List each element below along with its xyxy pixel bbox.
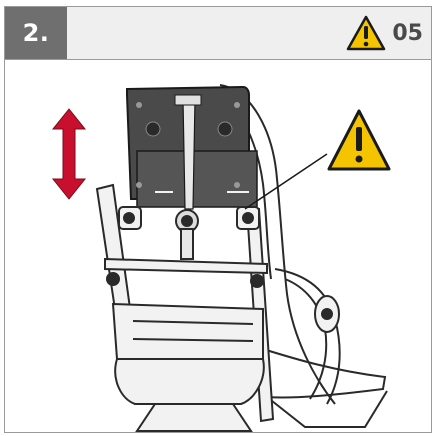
backrest-panel bbox=[126, 85, 258, 210]
panel-header: 2. 05 bbox=[5, 7, 431, 60]
instruction-panel: 2. 05 bbox=[4, 6, 432, 433]
warning-triangle-icon bbox=[327, 109, 391, 171]
warning-reference: 05 bbox=[346, 15, 423, 51]
seat-frame bbox=[95, 183, 275, 432]
warning-callout bbox=[244, 109, 391, 210]
warning-triangle-icon bbox=[347, 15, 386, 51]
warning-code: 05 bbox=[392, 20, 423, 46]
step-number: 2. bbox=[5, 7, 67, 59]
up-down-arrow-icon bbox=[51, 108, 87, 200]
seat-illustration bbox=[51, 84, 391, 432]
